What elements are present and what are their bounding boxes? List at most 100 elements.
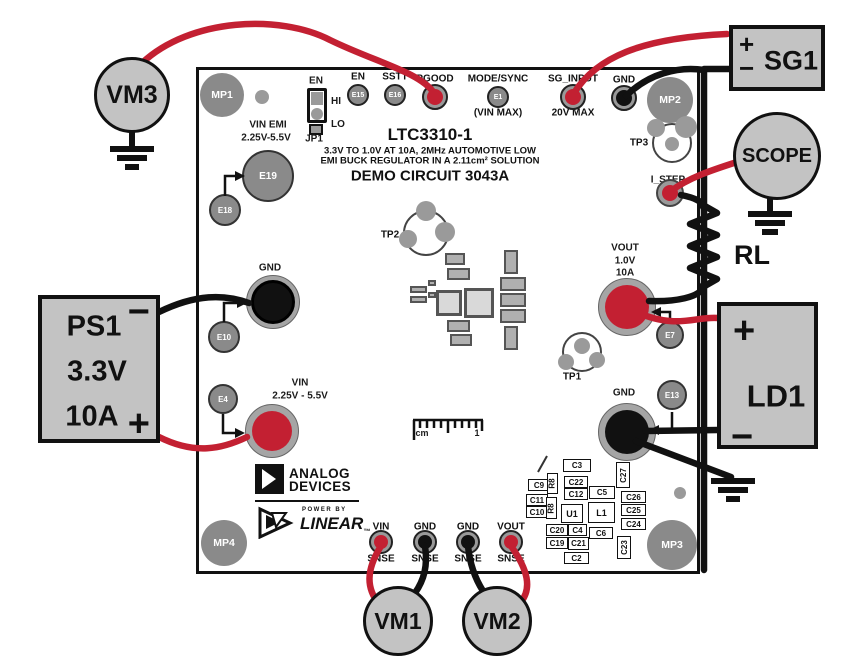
ic-part-14 <box>504 326 518 350</box>
pad-label-sstt: SSTT <box>382 71 408 83</box>
component-label: R8 <box>547 502 557 514</box>
gnd-right-label: GND <box>612 387 636 399</box>
voltmeter-vm2: VM2 <box>462 586 532 656</box>
vin-label: VIN <box>291 377 309 389</box>
component-label: C11 <box>529 495 545 505</box>
component-c27-1: C27 <box>616 462 630 488</box>
pad-en: E15 <box>347 84 369 106</box>
voltmeter-vm3: VM3 <box>94 57 170 133</box>
sense-pad-2-center <box>461 535 475 549</box>
pad-sstt: E16 <box>384 84 406 106</box>
ld1-name: LD1 <box>746 378 806 414</box>
epad-e4: E4 <box>208 384 238 414</box>
component-c12-5: C12 <box>564 488 588 500</box>
jp1-lo-label: LO <box>331 119 345 130</box>
ic-part-6 <box>447 268 470 280</box>
epad-e10: E10 <box>208 321 240 353</box>
component-label: C24 <box>626 519 641 529</box>
testpoint-tp2-pad2 <box>435 222 455 242</box>
ic-part-8 <box>447 320 470 332</box>
sg1-minus-sign: − <box>739 53 755 83</box>
ps1-current: 10A <box>65 400 119 433</box>
i-step-pad <box>656 179 684 207</box>
component-c6-17: C6 <box>589 527 613 539</box>
testpoint-tp3-pad1 <box>675 116 697 138</box>
pad-mode/sync: E1 <box>487 86 509 108</box>
pad-sublabel-sg_input: 20V MAX <box>551 107 595 119</box>
testpoint-tp3-pad2 <box>665 137 679 151</box>
testpoint-tp1-pad1 <box>558 354 574 370</box>
ic-part-11 <box>500 277 526 291</box>
ic-part-9 <box>450 334 472 346</box>
voltmeter-vm1: VM1 <box>363 586 433 656</box>
linear-power-by: POWER BY <box>302 507 347 513</box>
vin-emi-label: VIN EMI <box>249 119 287 131</box>
component-c22-4: C22 <box>564 476 588 488</box>
testpoint-tp3-pad0 <box>647 119 665 137</box>
pad-label-pgood: PGOOD <box>416 73 454 85</box>
component-c2-21: C2 <box>564 552 589 564</box>
gnd-left-label: GND <box>258 262 282 274</box>
sense-label-bottom-3: SNSE <box>497 553 525 565</box>
component-u1-10: U1 <box>561 504 583 523</box>
ic-part-0 <box>410 286 427 293</box>
mounting-post-mp1: MP1 <box>200 73 244 117</box>
component-c24-14: C24 <box>621 518 646 530</box>
pad-gnd-center <box>616 90 632 106</box>
pad-label-gnd: GND <box>612 74 636 86</box>
ic-part-13 <box>500 309 526 323</box>
pad-pgood-center <box>427 89 443 105</box>
load-ld1: + − LD1 <box>717 302 818 456</box>
testpoint-tp2-pad0 <box>416 201 436 221</box>
component-label: C20 <box>549 525 565 535</box>
ruler-mark-label: 1 <box>474 428 480 438</box>
component-label: U1 <box>566 508 578 519</box>
component-r8-9: R8 <box>546 497 557 519</box>
testpoint-tp1-pad2 <box>589 352 605 368</box>
component-label: C3 <box>571 461 583 470</box>
ic-part-4 <box>436 290 462 316</box>
component-r8-3: R8 <box>547 473 558 494</box>
pad-sublabel-mode/sync: (VIN MAX) <box>473 107 523 119</box>
component-label: C27 <box>618 467 628 483</box>
vout-post <box>598 278 656 336</box>
ic-part-1 <box>410 296 427 303</box>
component-label: C23 <box>619 540 629 555</box>
vout-voltage: 1.0V <box>614 255 636 267</box>
sg1-plus-sign: + <box>739 29 755 59</box>
sense-label-bottom-2: SNSE <box>454 553 482 565</box>
component-label: C26 <box>626 492 641 502</box>
component-label: C10 <box>529 507 545 517</box>
sense-pad-1-center <box>418 535 432 549</box>
adi-logo-line1: ANALOG <box>289 466 350 481</box>
ic-part-12 <box>500 293 526 307</box>
component-label: C25 <box>626 505 641 515</box>
component-label: C6 <box>595 528 607 538</box>
component-label: R8 <box>548 478 558 489</box>
component-label: C22 <box>568 477 584 487</box>
epad-e7: E7 <box>656 321 684 349</box>
rl-label: RL <box>734 240 770 270</box>
ic-part-5 <box>464 288 494 318</box>
component-label: C12 <box>568 489 584 499</box>
jp1-shunt <box>311 92 323 105</box>
epad-e13: E13 <box>657 380 687 410</box>
jp1-signal-label: EN <box>309 75 323 87</box>
sense-label-top-2: GND <box>456 521 480 533</box>
vin-emi-range: 2.25V-5.5V <box>241 132 291 144</box>
jp1-pin-dot <box>311 108 323 120</box>
gnd-right-post <box>598 403 656 461</box>
scope: SCOPE <box>733 112 821 200</box>
sense-label-bottom-1: SNSE <box>411 553 439 565</box>
component-c4-16: C4 <box>568 524 587 536</box>
testpoint-tp2-pad1 <box>399 230 417 248</box>
component-label: C5 <box>596 488 608 497</box>
board-dot <box>255 90 269 104</box>
component-c26-12: C26 <box>621 491 646 503</box>
component-label: L1 <box>596 507 607 518</box>
ps1-plus-sign: + <box>127 403 150 445</box>
ic-part-2 <box>428 280 436 286</box>
gnd-left-post <box>246 275 300 329</box>
testpoint-label-tp3: TP3 <box>629 137 649 149</box>
